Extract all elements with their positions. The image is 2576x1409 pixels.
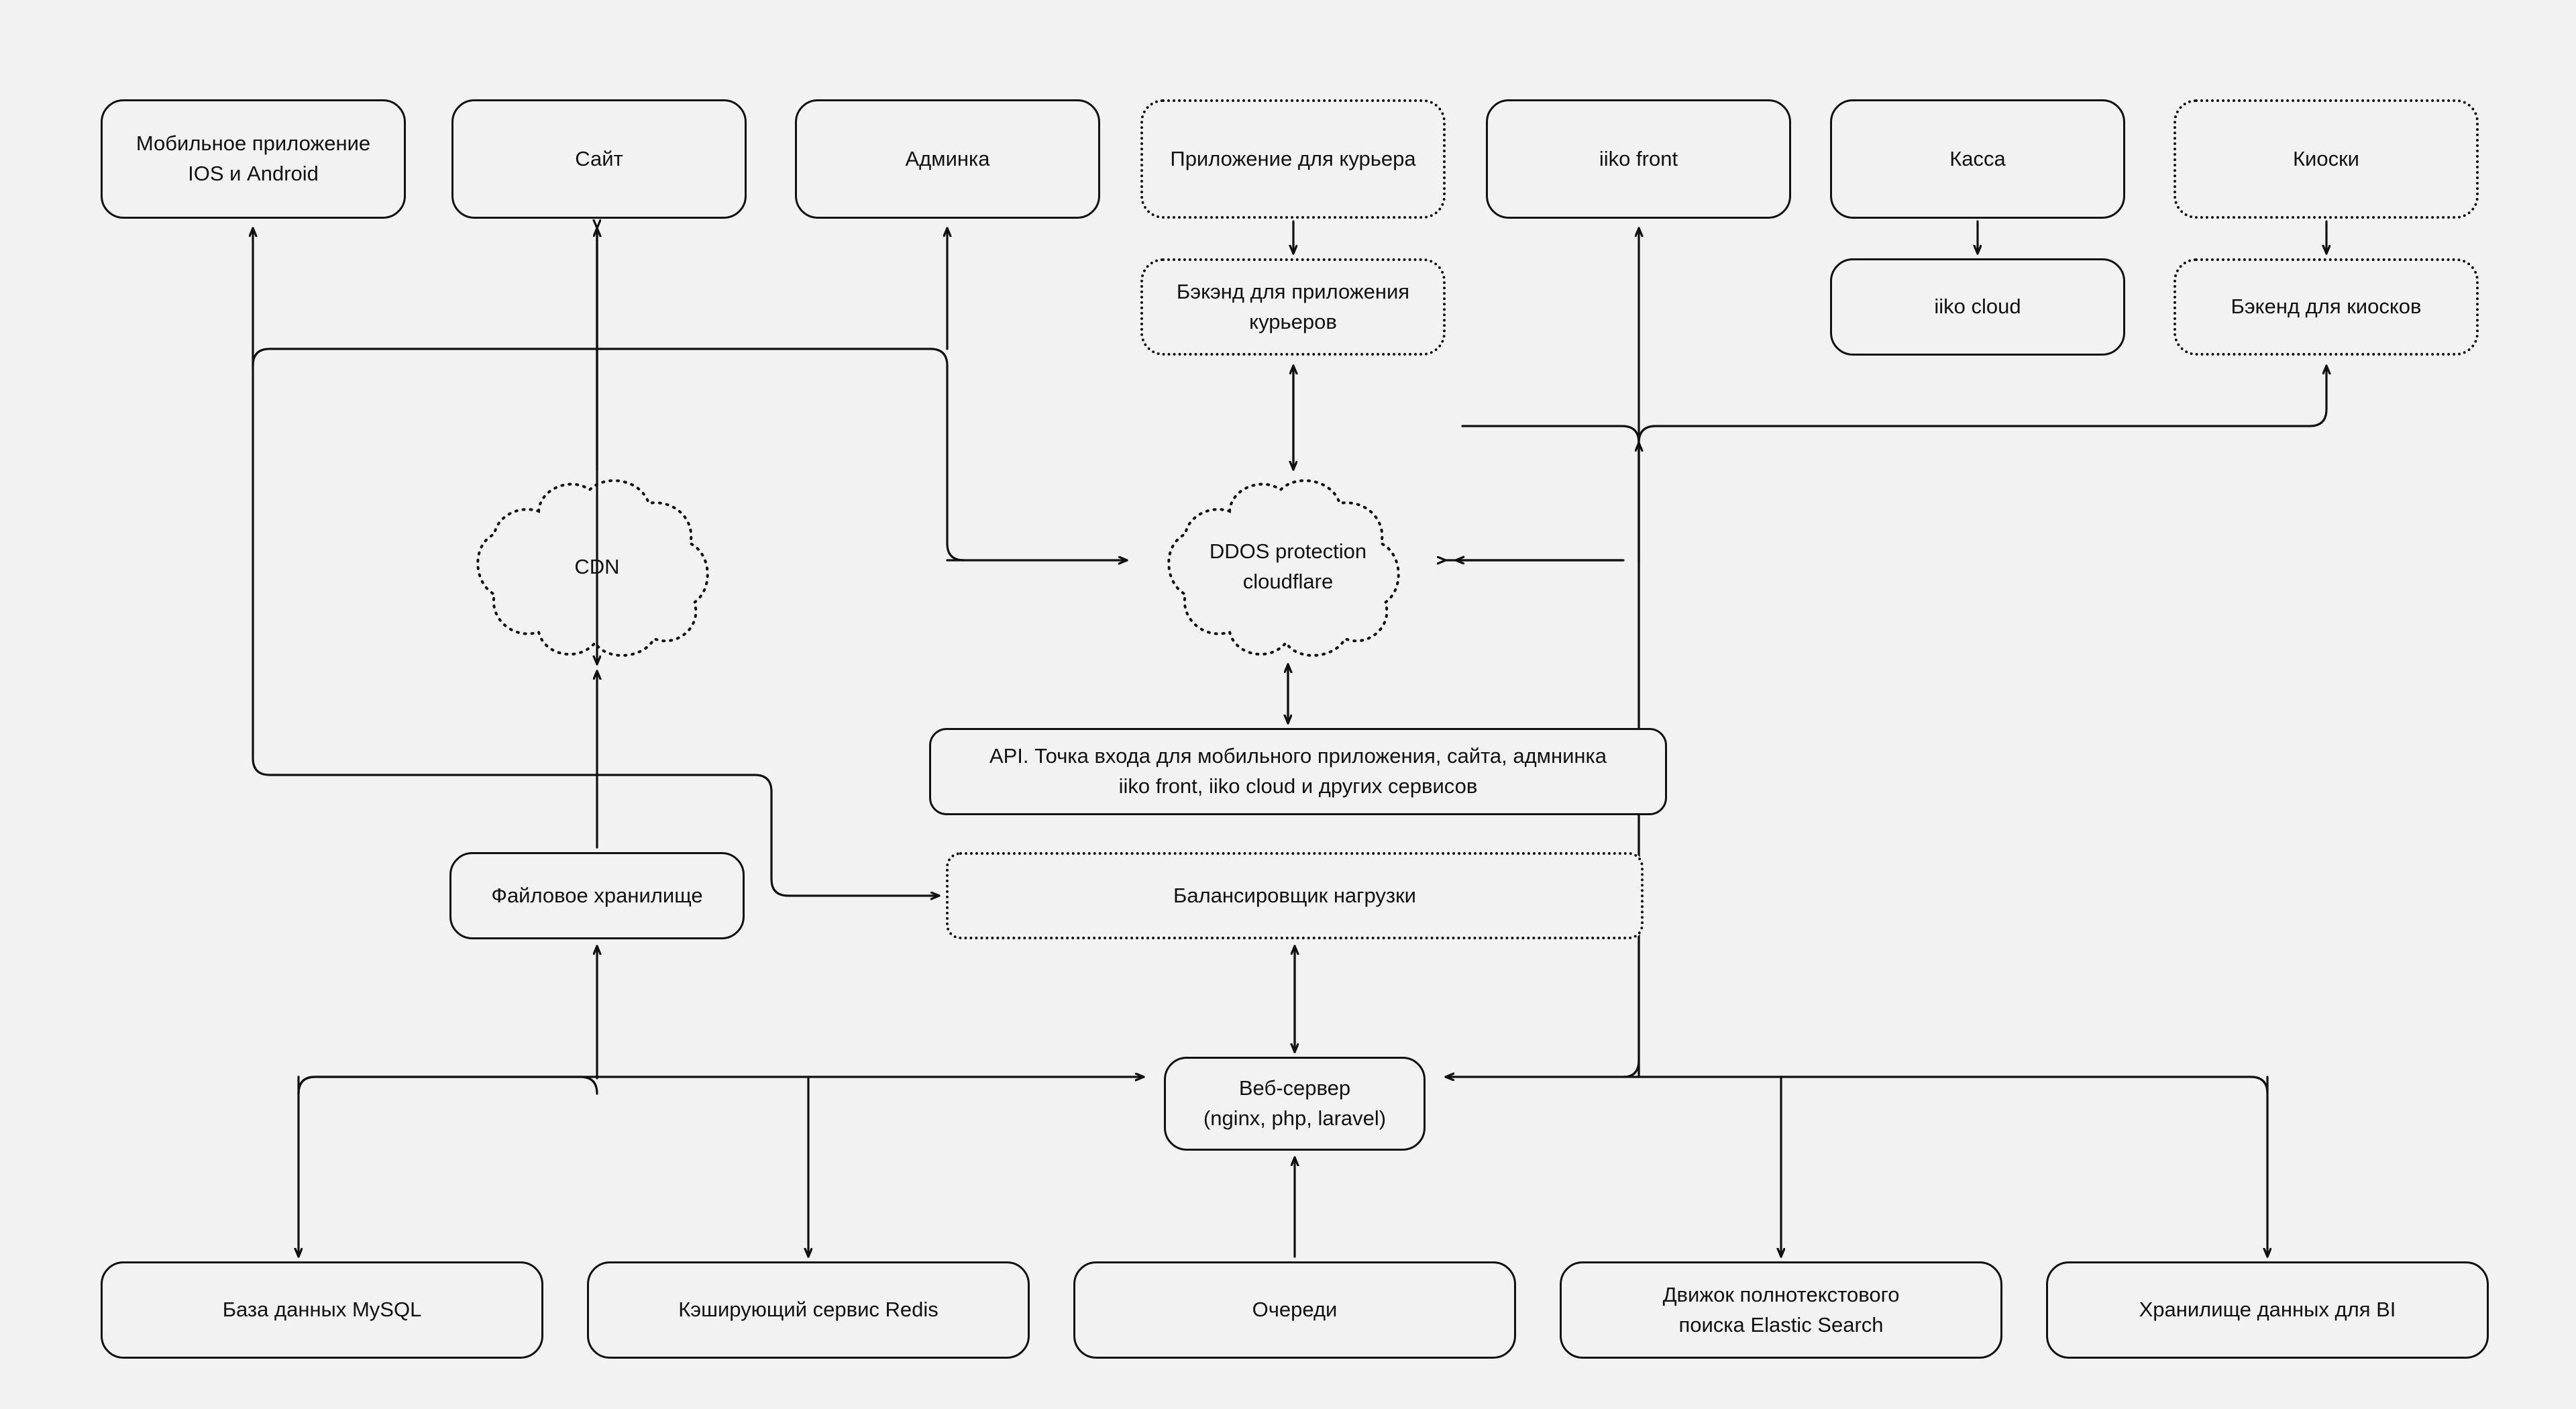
node-label: Админка bbox=[905, 146, 990, 170]
node-label-line1: DDOS protection bbox=[1209, 539, 1367, 564]
node-label: API. Точка входа для мобильного приложен… bbox=[989, 741, 1607, 802]
node-label: Файловое хранилище bbox=[491, 883, 703, 907]
node-label: Касса bbox=[1949, 146, 2006, 170]
node-label-line2: (nginx, php, laravel) bbox=[1203, 1106, 1387, 1130]
node-label-line1: Бэкэнд для приложения bbox=[1176, 279, 1410, 303]
node-label-line1: Мобильное приложение bbox=[136, 132, 371, 156]
node-label: Хранилище данных для BI bbox=[2139, 1298, 2396, 1322]
node-admin[interactable]: Админка bbox=[795, 99, 1100, 219]
node-label: Бэкенд для киосков bbox=[2231, 295, 2422, 319]
node-cdn[interactable]: CDN bbox=[439, 470, 755, 664]
node-api-entrypoint[interactable]: API. Точка входа для мобильного приложен… bbox=[929, 728, 1667, 815]
node-web-server[interactable]: Веб-сервер (nginx, php, laravel) bbox=[1164, 1057, 1426, 1151]
node-kiosks[interactable]: Киоски bbox=[2174, 99, 2479, 219]
node-label-line2: iiko front, iiko cloud и других сервисов bbox=[1118, 774, 1478, 798]
node-queues[interactable]: Очереди bbox=[1073, 1261, 1516, 1359]
node-label: Сайт bbox=[575, 146, 623, 170]
node-label-line2: поиска Elastic Search bbox=[1678, 1312, 1884, 1337]
node-kassa[interactable]: Касса bbox=[1830, 99, 2125, 219]
node-label: Очереди bbox=[1252, 1298, 1338, 1322]
node-label: Движок полнотекстового поиска Elastic Se… bbox=[1663, 1280, 1900, 1341]
node-label: Балансировщик нагрузки bbox=[1173, 883, 1416, 907]
node-redis[interactable]: Кэширующий сервис Redis bbox=[587, 1261, 1030, 1359]
node-label: CDN bbox=[574, 554, 620, 578]
node-label: DDOS protection cloudflare bbox=[1210, 537, 1366, 597]
node-courier-backend[interactable]: Бэкэнд для приложения курьеров bbox=[1140, 258, 1446, 356]
node-label-line1: API. Точка входа для мобильного приложен… bbox=[989, 744, 1607, 768]
node-mysql[interactable]: База данных MySQL bbox=[101, 1261, 543, 1359]
node-label-line1: Движок полнотекстового bbox=[1662, 1282, 1900, 1306]
node-courier-app[interactable]: Приложение для курьера bbox=[1140, 99, 1446, 219]
node-kiosk-backend[interactable]: Бэкенд для киосков bbox=[2174, 258, 2479, 356]
node-label: Веб-сервер (nginx, php, laravel) bbox=[1203, 1074, 1386, 1134]
node-bi-storage[interactable]: Хранилище данных для BI bbox=[2046, 1261, 2489, 1359]
node-label: iiko front bbox=[1599, 146, 1678, 170]
node-load-balancer[interactable]: Балансировщик нагрузки bbox=[946, 852, 1644, 939]
node-label: Бэкэнд для приложения курьеров bbox=[1177, 277, 1409, 337]
node-label: Приложение для курьера bbox=[1170, 146, 1416, 170]
node-label: Кэширующий сервис Redis bbox=[678, 1298, 938, 1322]
node-label: База данных MySQL bbox=[222, 1298, 422, 1322]
node-label-line2: IOS и Android bbox=[188, 162, 319, 185]
node-iiko-cloud[interactable]: iiko cloud bbox=[1830, 258, 2125, 356]
node-label-line2: cloudflare bbox=[1242, 570, 1334, 593]
node-label: Киоски bbox=[2293, 146, 2359, 170]
node-elastic-search[interactable]: Движок полнотекстового поиска Elastic Se… bbox=[1560, 1261, 2002, 1359]
node-label: Мобильное приложение IOS и Android bbox=[136, 129, 370, 189]
node-file-storage[interactable]: Файловое хранилище bbox=[449, 852, 745, 939]
node-iiko-front[interactable]: iiko front bbox=[1486, 99, 1791, 219]
node-label-line2: курьеров bbox=[1249, 309, 1337, 333]
node-label-line1: Веб-сервер bbox=[1238, 1076, 1351, 1100]
node-ddos-cloudflare[interactable]: DDOS protection cloudflare bbox=[1130, 470, 1446, 664]
node-label: iiko cloud bbox=[1934, 295, 2021, 319]
node-mobile-app[interactable]: Мобильное приложение IOS и Android bbox=[101, 99, 406, 219]
node-site[interactable]: Сайт bbox=[451, 99, 747, 219]
